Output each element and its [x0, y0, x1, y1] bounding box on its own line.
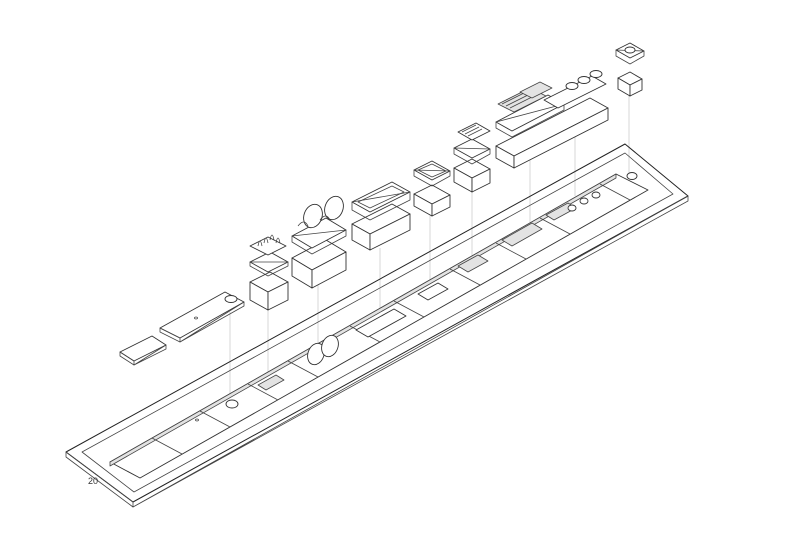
- counter-strip: [109, 172, 649, 479]
- figure-number: 20: [88, 476, 99, 486]
- projection-guides: [229, 96, 630, 400]
- module-grille-stack: [453, 122, 491, 193]
- loose-board-small: [119, 335, 167, 366]
- module-column: [615, 42, 645, 97]
- module-plates: [291, 195, 347, 289]
- loose-board-long: [159, 291, 245, 343]
- module-long-counter: [495, 70, 609, 169]
- module-open-box: [413, 160, 451, 217]
- module-tray: [351, 181, 411, 251]
- base-plate: [65, 143, 689, 508]
- module-dish-rack: [249, 234, 289, 311]
